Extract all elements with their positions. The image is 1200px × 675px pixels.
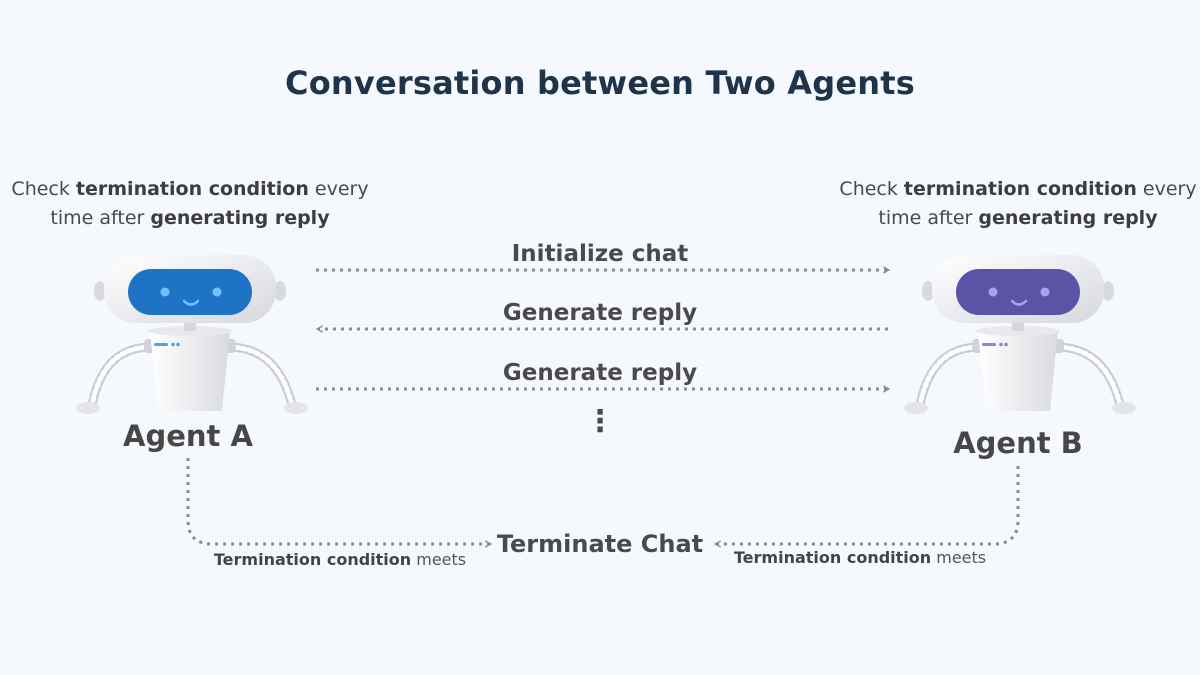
ellipsis: ⋮ — [585, 404, 615, 439]
note-bold: generating reply — [150, 207, 330, 229]
note-text: every time after — [878, 178, 1197, 229]
robot-b-face — [956, 269, 1080, 315]
message-label: Generate reply — [502, 300, 698, 326]
terminate-chat-label: Terminate Chat — [496, 530, 704, 558]
note-text: Check — [839, 178, 904, 200]
robot-a-face — [128, 269, 252, 315]
cond-text: meets — [931, 548, 987, 567]
cond-text: meets — [411, 550, 467, 569]
cond-bold: Termination condition — [733, 548, 932, 567]
agent-a-name: Agent A — [123, 419, 253, 453]
termination-condition-a: Termination condition meets — [190, 550, 490, 569]
cond-bold: Termination condition — [213, 550, 412, 569]
note-text: Check — [11, 178, 76, 200]
termination-condition-b: Termination condition meets — [710, 548, 1010, 567]
note-bold: termination condition — [903, 178, 1137, 200]
message-label: Initialize chat — [511, 241, 689, 267]
note-bold: generating reply — [978, 207, 1158, 229]
note-bold: termination condition — [75, 178, 309, 200]
robot-b-icon — [904, 255, 1136, 414]
arrow-termination-b — [716, 466, 1020, 544]
agent-a-note: Check termination condition every time a… — [0, 175, 380, 233]
agent-b-note: Check termination condition every time a… — [828, 175, 1200, 233]
arrow-termination-a — [186, 458, 490, 544]
message-label: Generate reply — [502, 360, 698, 386]
diagram-title: Conversation between Two Agents — [285, 64, 915, 102]
note-text: every time after — [50, 178, 369, 229]
robot-a-icon — [76, 255, 308, 414]
agent-b-name: Agent B — [953, 426, 1083, 460]
